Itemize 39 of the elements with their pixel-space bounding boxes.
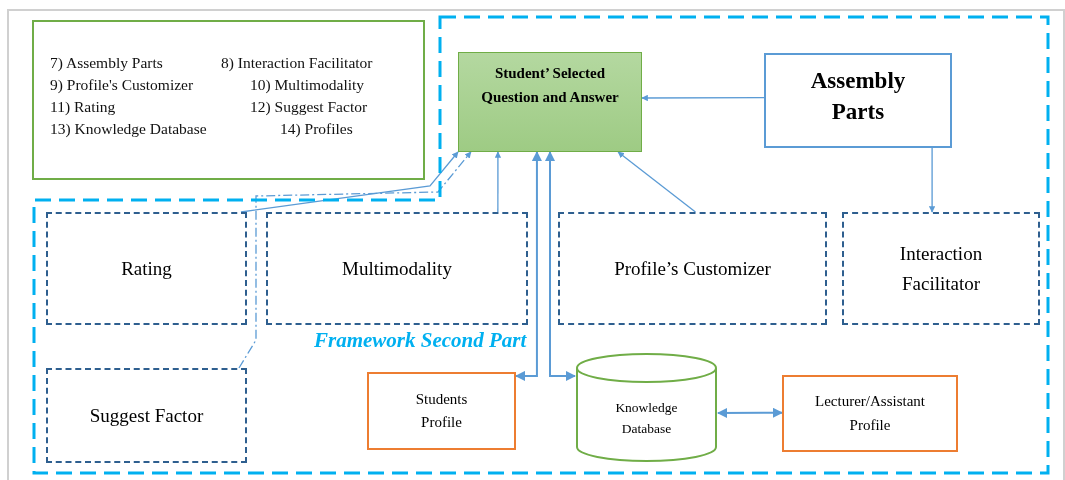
legend-item: 14) Profiles [280,120,353,138]
legend-item: 7) Assembly Parts [50,54,163,72]
component-box [46,212,247,325]
arrow [717,407,783,418]
node-label: Students Profile [414,389,469,432]
node-label: Rating [121,256,172,281]
node-label: Knowledge Database [614,398,679,438]
arrow [240,151,459,213]
node-label: Student’ Selected Question and Answer [480,64,620,107]
legend-item: 12) Suggest Factor [250,98,368,116]
legend-box [32,20,425,180]
arrow [545,151,576,381]
arrow [515,151,542,381]
database-cylinder [575,352,718,463]
component-box [266,212,528,325]
legend-item: 9) Profile's Customizer [50,76,194,94]
profile-box [782,375,958,452]
component-box [842,212,1040,325]
legend-item: 8) Interaction Facilitator [221,54,373,72]
node-label: Suggest Factor [89,403,204,428]
process-box [764,53,952,148]
node-label: Lecturer/Assistant Profile [814,392,926,435]
region-title: Framework Second Part [314,328,527,353]
legend-item: 10) Multimodality [250,76,365,94]
node-label: Assembly Parts [809,67,907,127]
arrow [494,151,502,213]
arrow [928,147,936,213]
profile-box [367,372,516,450]
arrow [641,94,765,102]
legend-item: 13) Knowledge Database [50,120,207,138]
node-label: Profile’s Customizer [614,256,771,281]
arrow [617,151,697,213]
arrow [238,151,472,369]
process-box [458,52,642,152]
node-label: Interaction Facilitator [898,242,984,296]
node-label: Multimodality [342,256,452,281]
component-box [46,368,247,463]
legend-item: 11) Rating [50,98,116,116]
component-box [558,212,827,325]
